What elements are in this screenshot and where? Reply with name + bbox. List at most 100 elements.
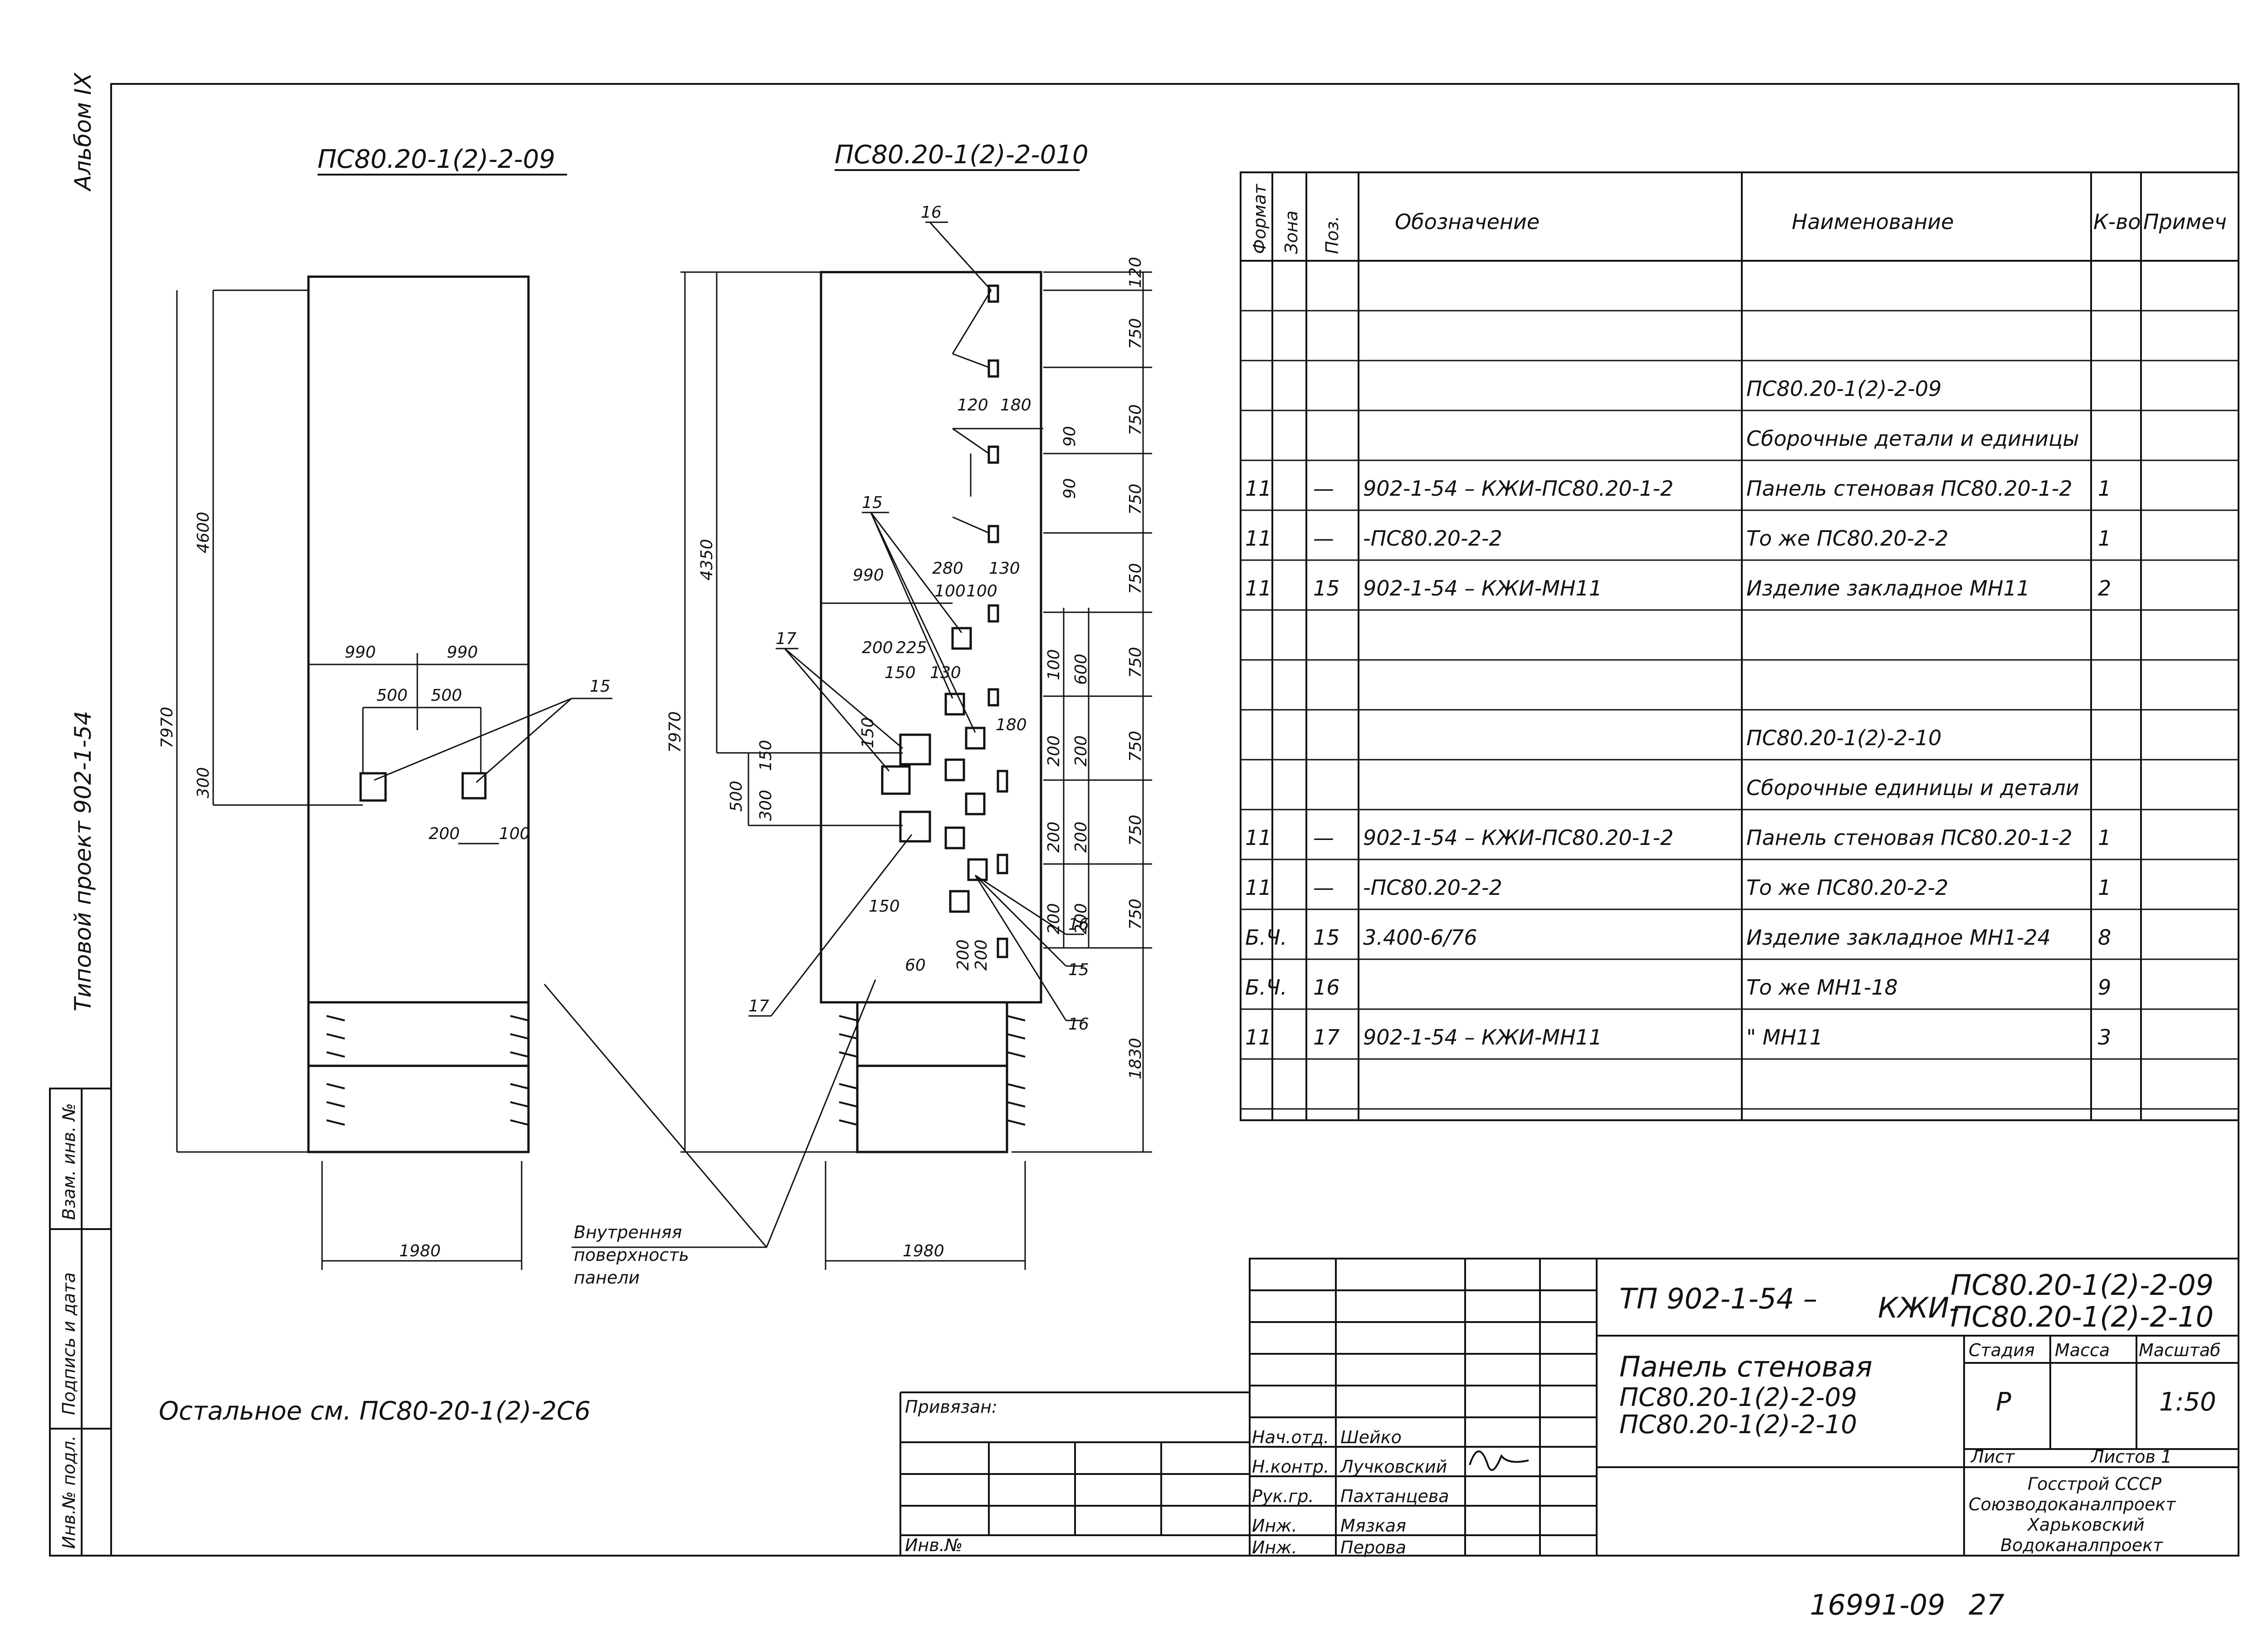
spec-cell-pos: 16 [1313, 975, 1340, 1000]
side-project-text: Типовой проект 902-1-54 [70, 711, 96, 1011]
tb-org-2: Союзводоканалпроект [1969, 1494, 2176, 1514]
right-panel-base [856, 1001, 1008, 1153]
spec-cell-designation: 902-1-54 – КЖИ-МН11 [1363, 576, 1602, 600]
right-embed-17-1 [899, 733, 931, 766]
right-dim-120-small: 120 [957, 396, 988, 415]
right-dim-100-a: 100 [934, 582, 966, 600]
tb-org-1: Госстрой СССР [2028, 1474, 2161, 1494]
tb-name-3: ПС80.20-1(2)-2-10 [1619, 1410, 1857, 1440]
right-callout-17-bot: 17 [748, 997, 769, 1015]
left-embed-1 [359, 772, 387, 802]
strip-replace-label: Взам. инв. № [59, 1103, 79, 1220]
right-dim-200-b: 200 [954, 939, 973, 971]
right-dim-500: 500 [727, 781, 746, 812]
spec-cell-pos: 15 [1313, 576, 1340, 600]
spec-cell-qty: 1 [2098, 476, 2111, 501]
spec-cell-qty: 3 [2098, 1025, 2111, 1049]
left-stamp-strip [49, 1088, 112, 1557]
tb-name-person-4: Мязкая [1340, 1516, 1406, 1536]
right-dim-150: 150 [885, 664, 916, 682]
right-embed-15-6 [944, 826, 965, 849]
right-callout-16-top: 16 [921, 203, 942, 222]
right-dim-1980: 1980 [903, 1242, 944, 1260]
right-dim-150-b: 150 [859, 717, 877, 748]
spec-cell-designation: 902-1-54 – КЖИ-МН11 [1363, 1025, 1602, 1049]
tb-name-2: ПС80.20-1(2)-2-09 [1619, 1383, 1857, 1412]
right-panel [820, 271, 1042, 1153]
spec-cell-name: Панель стеновая ПС80.20-1-2 [1746, 825, 2072, 850]
spec-hdr-zone: Зона [1281, 210, 1301, 254]
right-dim-750-3: 750 [1126, 483, 1145, 515]
left-dim-1980: 1980 [399, 1242, 441, 1260]
right-dim-750-5: 750 [1126, 647, 1145, 678]
spec-cell-designation: 902-1-54 – КЖИ-ПС80.20-1-2 [1363, 825, 1673, 850]
right-callout-16-low: 16 [1068, 915, 1089, 934]
right-dim-130-b: 130 [930, 664, 961, 682]
spec-hdr-qty: К-во [2093, 210, 2141, 234]
right-dim-600: 600 [1072, 654, 1090, 685]
spec-cell-qty: 9 [2098, 975, 2111, 1000]
tb-role-2: Н.контр. [1252, 1457, 1329, 1477]
inner-surface-label-1: Внутренняя [574, 1222, 682, 1242]
right-embed-16-9 [997, 937, 1008, 958]
tb-stage-hdr: Стадия [1969, 1340, 2035, 1360]
tb-org-4: Водоканалпроект [2000, 1535, 2164, 1555]
right-dim-4350: 4350 [698, 539, 716, 581]
spec-cell-format: 11 [1245, 1025, 1272, 1049]
right-dim-200-v1: 200 [1045, 735, 1063, 766]
tb-name-person-1: Шейко [1340, 1427, 1402, 1447]
spec-cell-name: ПС80.20-1(2)-2-09 [1746, 376, 1941, 401]
spec-cell-designation: 902-1-54 – КЖИ-ПС80.20-1-2 [1363, 476, 1673, 501]
tb-org-3: Харьковский [2027, 1515, 2145, 1535]
spec-cell-name: " МН11 [1746, 1025, 1823, 1049]
right-dim-100-c: 100 [1045, 649, 1063, 680]
spec-cell-format: 11 [1245, 526, 1272, 551]
spec-cell-designation: 3.400-6/76 [1363, 925, 1477, 950]
spec-cell-pos: 17 [1313, 1025, 1340, 1049]
right-embed-15-3 [965, 727, 986, 750]
tb-name-person-3: Пахтанцева [1340, 1486, 1449, 1506]
right-embed-16-2 [987, 359, 999, 378]
left-dim-990-a: 990 [345, 643, 376, 662]
tb-doc-prefix: КЖИ- [1878, 1291, 1960, 1324]
spec-cell-qty: 1 [2098, 825, 2111, 850]
right-dim-180-small: 180 [1000, 396, 1031, 415]
right-embed-16-4 [987, 525, 999, 543]
right-dim-750-4: 750 [1126, 563, 1145, 594]
footer-page: 27 [1969, 1588, 2004, 1621]
right-dim-120: 120 [1126, 257, 1145, 288]
left-dim-200: 200 [429, 825, 460, 843]
spec-hdr-note: Примеч [2143, 210, 2227, 234]
right-callout-15-low: 15 [1068, 961, 1089, 979]
right-dim-750-1: 750 [1126, 318, 1145, 349]
right-dim-750-7: 750 [1126, 815, 1145, 846]
spec-cell-pos: — [1313, 526, 1334, 551]
spec-cell-name: Сборочные детали и единицы [1746, 426, 2079, 451]
spec-cell-format: Б.Ч. [1245, 925, 1287, 950]
tb-doc-line2: ПС80.20-1(2)-2-10 [1950, 1300, 2214, 1333]
tb-sheets: Листов 1 [2090, 1447, 2172, 1467]
right-embed-16-1 [987, 284, 999, 303]
spec-hdr-designation: Обозначение [1395, 210, 1540, 234]
spec-hdr-pos: Поз. [1322, 216, 1342, 254]
left-callout-15: 15 [590, 677, 611, 696]
right-dim-90-a: 90 [1061, 426, 1079, 447]
title-block [899, 1258, 2239, 1557]
right-dim-150-d: 150 [869, 897, 900, 916]
right-embed-15-8 [949, 890, 970, 913]
right-dim-750-8: 750 [1126, 898, 1145, 930]
spec-cell-pos: 15 [1313, 925, 1340, 950]
tb-role-4: Инж. [1252, 1516, 1297, 1536]
left-dim-990-b: 990 [447, 643, 478, 662]
right-embed-15-1 [951, 627, 972, 650]
spec-cell-name: То же ПС80.20-2-2 [1746, 526, 1948, 551]
right-dim-130: 130 [989, 559, 1020, 578]
left-panel-base [307, 1001, 530, 1153]
right-embed-16-6 [987, 688, 999, 707]
right-embed-16-8 [997, 854, 1008, 874]
spec-cell-designation: -ПС80.20-2-2 [1363, 875, 1502, 900]
spec-cell-name: Панель стеновая ПС80.20-1-2 [1746, 476, 2072, 501]
spec-cell-format: Б.Ч. [1245, 975, 1287, 1000]
tb-scale-hdr: Масштаб [2139, 1340, 2221, 1360]
right-dim-990: 990 [853, 566, 884, 585]
